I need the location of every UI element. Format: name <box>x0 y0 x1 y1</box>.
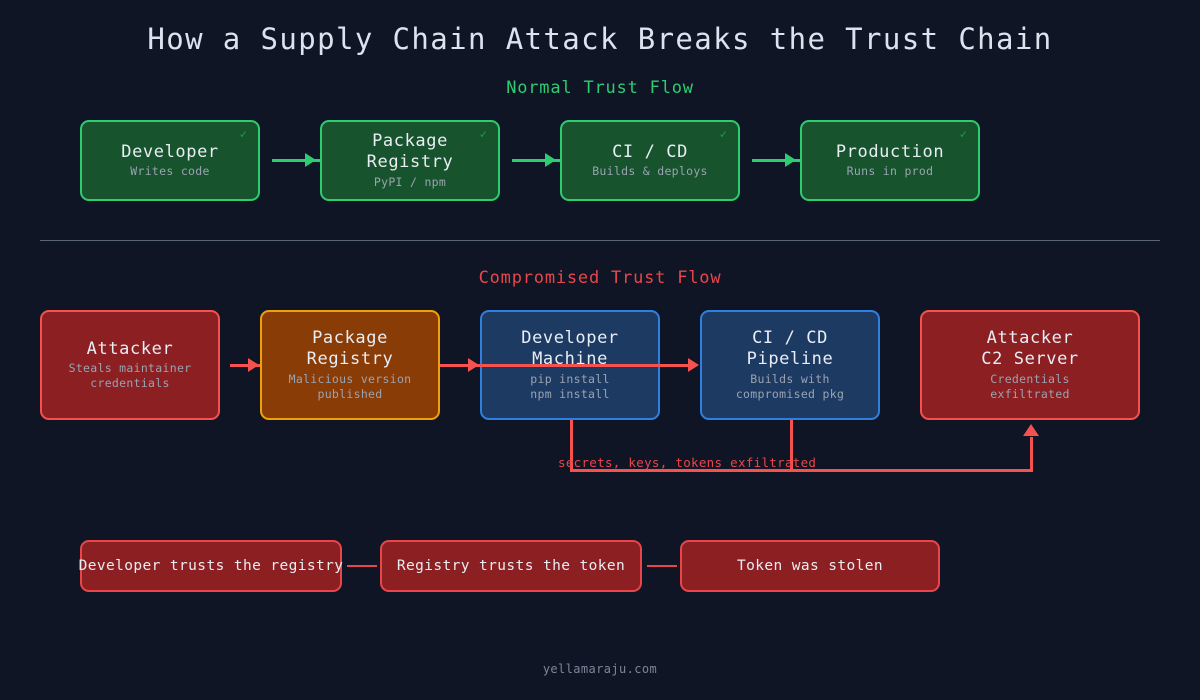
section-heading-compromised-flow: Compromised Trust Flow <box>478 268 722 288</box>
check-icon: ✓ <box>959 127 967 141</box>
check-icon: ✓ <box>719 127 727 141</box>
node-developer[interactable]: ✓ Developer Writes code <box>80 120 260 201</box>
check-icon: ✓ <box>239 127 247 141</box>
section-divider <box>40 240 1160 241</box>
arrow-line-developer-to-registry <box>272 159 320 162</box>
node-title: Developer <box>121 141 219 162</box>
connector-claim-1-to-2 <box>347 565 377 567</box>
arrow-head-developer-to-registry <box>305 153 316 167</box>
trust-claim-label: Registry trusts the token <box>396 558 626 574</box>
footer-watermark: yellamaraju.com <box>542 662 658 676</box>
trust-claim-label: Token was stolen <box>736 558 884 574</box>
node-subtitle: pip install npm install <box>530 371 610 401</box>
arrow-line-registry-to-cicd <box>512 159 560 162</box>
node-title: Package Registry <box>366 131 454 173</box>
trust-claim-registry-trusts-token[interactable]: Registry trusts the token <box>380 540 642 592</box>
arrow-line-cicd-to-production <box>752 159 800 162</box>
node-package-registry[interactable]: ✓ Package Registry PyPI / npm <box>320 120 500 201</box>
node-subtitle: Builds & deploys <box>592 164 708 179</box>
arrow-head-registry-to-cicd <box>545 153 556 167</box>
node-ci-cd[interactable]: ✓ CI / CD Builds & deploys <box>560 120 740 201</box>
section-heading-normal-flow: Normal Trust Flow <box>506 78 694 98</box>
node-subtitle: PyPI / npm <box>373 174 447 189</box>
node-subtitle: Builds with compromised pkg <box>735 371 845 401</box>
page-title: How a Supply Chain Attack Breaks the Tru… <box>147 22 1053 56</box>
check-icon: ✓ <box>479 127 487 141</box>
arrow-line-attacker-to-registry <box>230 364 262 367</box>
node-title: Attacker <box>86 338 174 359</box>
trust-claim-developer-trusts-registry[interactable]: Developer trusts the registry <box>78 540 344 592</box>
trust-claim-label: Developer trusts the registry <box>78 558 344 574</box>
node-subtitle: Steals maintainer credentials <box>68 361 192 391</box>
node-package-registry-compromised[interactable]: Package Registry Malicious version publi… <box>260 310 440 420</box>
node-title: Production <box>835 141 945 162</box>
exfil-riser-line-to-c2 <box>1030 437 1033 471</box>
node-title: CI / CD Pipeline <box>746 328 834 370</box>
node-subtitle: Malicious version published <box>288 371 412 401</box>
exfil-label: secrets, keys, tokens exfiltrated <box>558 455 817 470</box>
node-title: Package Registry <box>306 328 394 370</box>
exfil-drop-line-developer-machine <box>570 420 573 471</box>
arrow-head-exfil-to-c2 <box>1023 424 1039 436</box>
node-attacker-c2-server[interactable]: Attacker C2 Server Credentials exfiltrat… <box>920 310 1140 420</box>
node-subtitle: Runs in prod <box>846 164 934 179</box>
node-attacker[interactable]: Attacker Steals maintainer credentials <box>40 310 220 420</box>
arrow-line-developer-machine-to-pipeline <box>660 364 696 367</box>
arrow-head-cicd-to-production <box>785 153 796 167</box>
exfil-horizontal-line <box>570 469 1033 472</box>
node-title: CI / CD <box>612 141 688 162</box>
node-subtitle: Credentials exfiltrated <box>990 371 1070 401</box>
node-production[interactable]: ✓ Production Runs in prod <box>800 120 980 201</box>
node-subtitle: Writes code <box>130 164 210 179</box>
trust-claim-token-was-stolen[interactable]: Token was stolen <box>680 540 940 592</box>
arrow-line-through-developer-machine <box>440 364 670 367</box>
node-title: Attacker C2 Server <box>981 328 1079 370</box>
exfil-drop-line-ci-cd-pipeline <box>790 420 793 471</box>
connector-claim-2-to-3 <box>647 565 677 567</box>
arrow-head-attacker-to-registry <box>248 358 259 372</box>
node-ci-cd-pipeline[interactable]: CI / CD Pipeline Builds with compromised… <box>700 310 880 420</box>
